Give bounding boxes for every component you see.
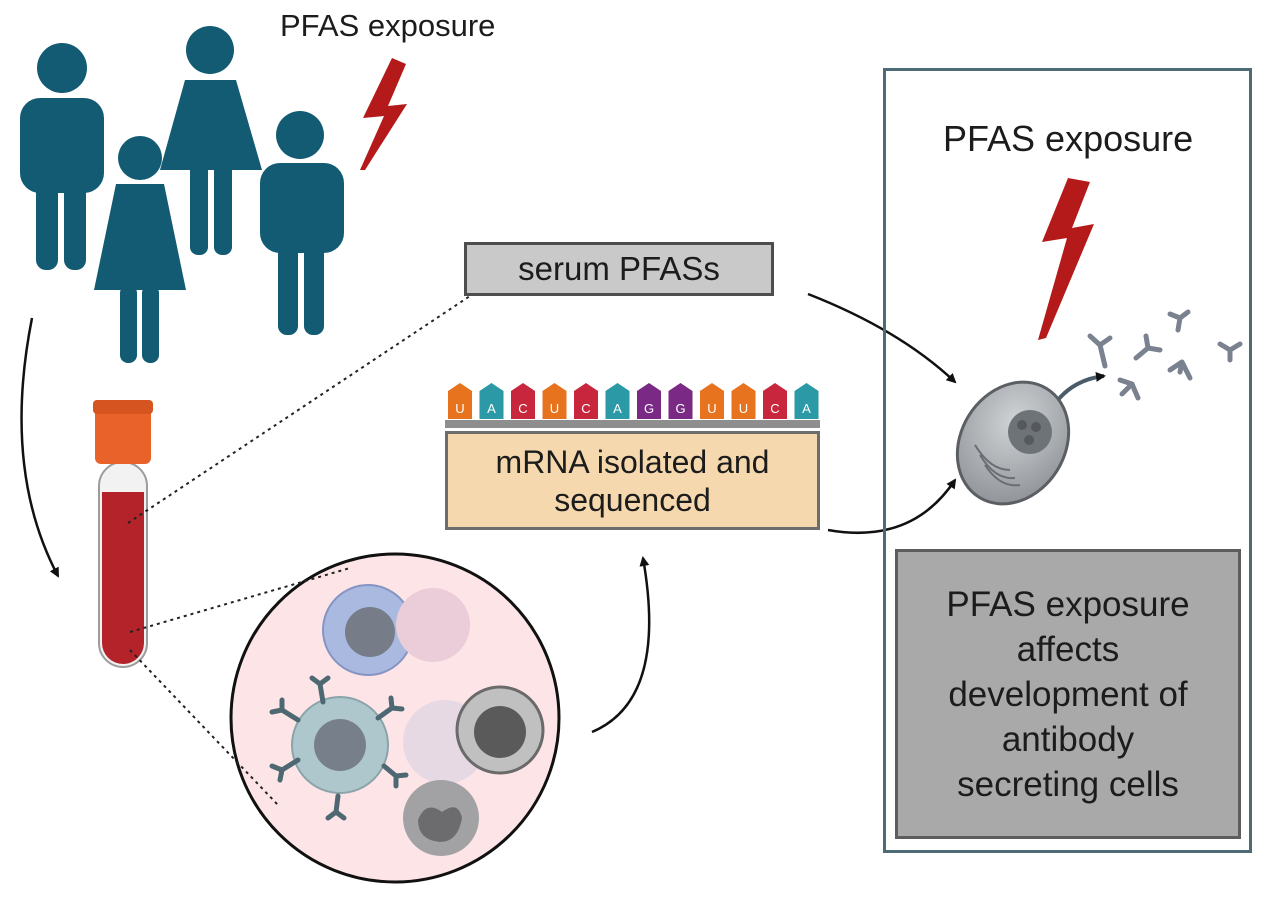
nucleotide-letter: U: [739, 401, 748, 416]
nucleotide-letter: A: [802, 401, 811, 416]
nucleotide-letter: G: [675, 401, 685, 416]
nucleotide-block: [700, 383, 724, 419]
nucleotide-letter: A: [613, 401, 622, 416]
top-exposure-label: PFAS exposure: [280, 8, 496, 43]
conclusion-label: PFAS exposure affects development of ant…: [946, 584, 1190, 804]
mrna-strand-bar: [445, 420, 820, 428]
nucleotide-block: [574, 383, 598, 419]
nucleotide-block: [763, 383, 787, 419]
blood-tube-icon: [93, 400, 153, 668]
lightning-icon: [360, 58, 407, 170]
nucleotide-letter: U: [550, 401, 559, 416]
lightning-icon: [1038, 178, 1094, 340]
nucleotide-block: [542, 383, 567, 419]
nucleotide-block: [448, 383, 472, 419]
right-panel: [883, 68, 1252, 853]
nucleotide-letter: U: [455, 401, 464, 416]
arrow-serum-to-cell: [807, 292, 957, 384]
arrow-mrna-to-cell: [827, 478, 957, 534]
cell-zoom-circle: [229, 552, 561, 884]
nucleotide-letter: A: [487, 401, 496, 416]
arrow-cells-to-mrna: [591, 556, 651, 734]
mrna-label: mRNA isolated and sequenced: [495, 443, 770, 518]
nucleotide-letter: C: [518, 401, 527, 416]
dotted-connectors: [127, 295, 471, 806]
serum-pfas-box: serum PFASs: [464, 242, 774, 296]
mrna-box: mRNA isolated and sequenced: [445, 431, 820, 530]
right-exposure-label: PFAS exposure: [943, 118, 1194, 159]
nucleotide-letter: C: [770, 401, 779, 416]
nucleotide-letter: G: [644, 401, 654, 416]
plasma-cell-icon: [955, 380, 1071, 506]
people-group-icon: [20, 26, 344, 363]
antibody-icons: [1087, 309, 1243, 401]
arrow-people-to-tube: [20, 317, 60, 578]
girl-icon: [94, 136, 186, 363]
nucleotide-block: [511, 383, 535, 419]
nucleotide-block: [479, 383, 504, 419]
nucleotide-block: [731, 383, 756, 419]
nucleotide-letter: U: [707, 401, 716, 416]
nucleotide-block: [668, 383, 693, 419]
boy-icon: [260, 111, 344, 335]
serum-pfas-label: serum PFASs: [518, 250, 720, 287]
woman-icon: [160, 26, 262, 255]
conclusion-box: PFAS exposure affects development of ant…: [895, 549, 1241, 839]
nucleotide-block: [637, 383, 661, 419]
man-icon: [20, 43, 104, 270]
nucleotide-letter: C: [581, 401, 590, 416]
nucleotide-block: [794, 383, 819, 419]
nucleotide-block: [605, 383, 630, 419]
